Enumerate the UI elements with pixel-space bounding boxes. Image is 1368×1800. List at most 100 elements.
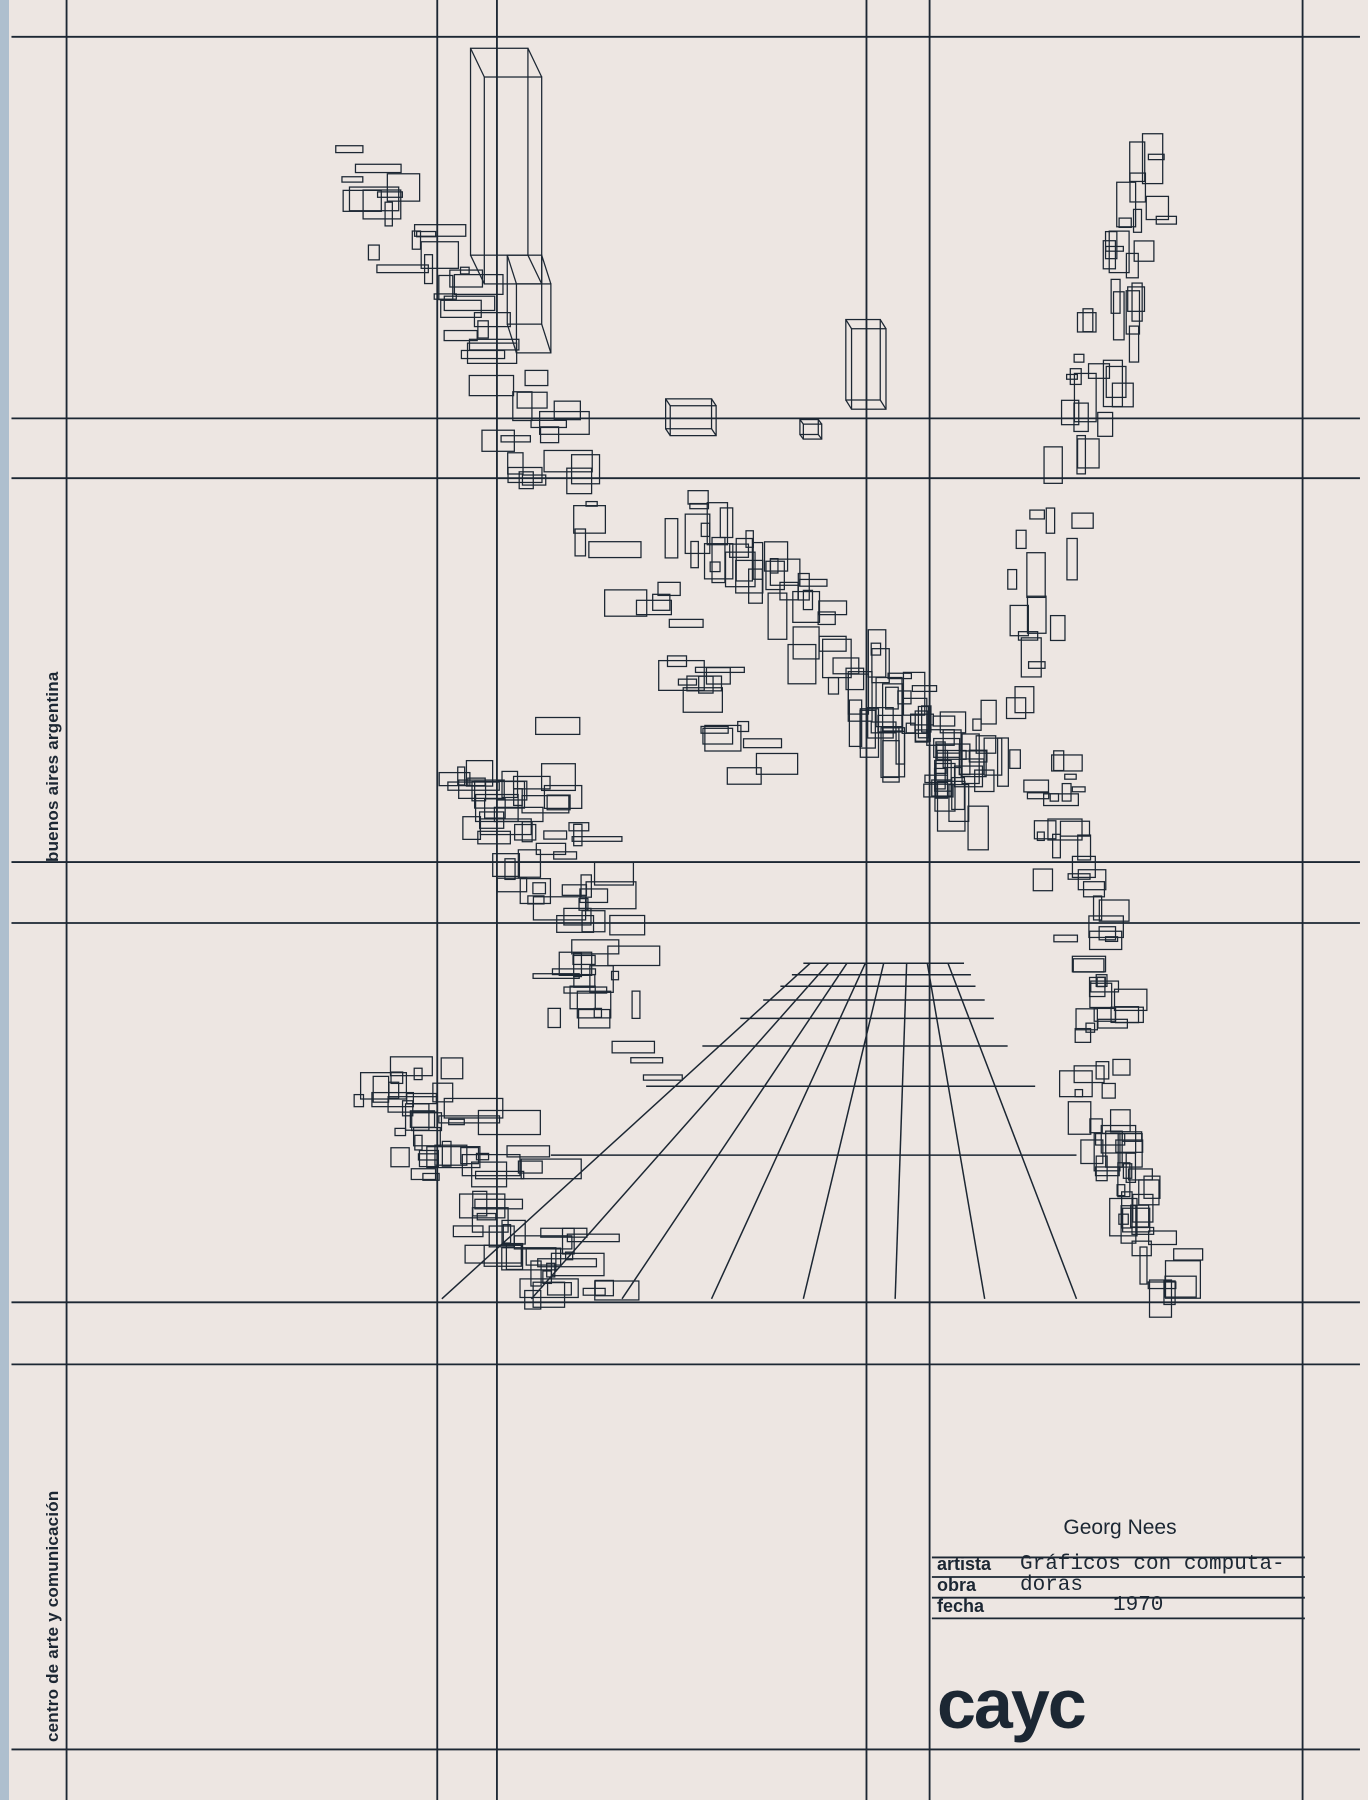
wireframe-box-back bbox=[515, 283, 552, 354]
wireframe-block bbox=[1110, 278, 1121, 314]
box-edge bbox=[541, 323, 552, 354]
wireframe-block bbox=[413, 224, 467, 237]
wireframe-block bbox=[1077, 834, 1092, 861]
wireframe-block bbox=[1049, 793, 1060, 802]
wireframe-block bbox=[882, 727, 906, 778]
wireframe-block bbox=[1088, 930, 1123, 951]
artist-name: Georg Nees bbox=[1063, 1516, 1177, 1539]
wireframe-block bbox=[506, 1145, 551, 1158]
wireframe-block bbox=[1105, 365, 1127, 399]
wireframe-block bbox=[658, 659, 705, 691]
wireframe-block bbox=[1074, 1027, 1092, 1043]
wireframe-block bbox=[936, 780, 966, 832]
wireframe-block bbox=[571, 939, 620, 955]
wireframe-block bbox=[1132, 208, 1143, 233]
wireframe-block bbox=[698, 675, 714, 694]
wireframe-block bbox=[1005, 697, 1027, 720]
wireframe-block bbox=[502, 1224, 512, 1244]
layout-grid-lines bbox=[11, 0, 1360, 1800]
box-edge bbox=[845, 399, 853, 410]
wireframe-block bbox=[848, 699, 863, 748]
paper-background bbox=[9, 0, 1368, 1800]
box-edge bbox=[527, 48, 543, 78]
wireframe-block bbox=[423, 254, 434, 285]
wireframe-block bbox=[1007, 568, 1018, 590]
floor-line-radial bbox=[947, 962, 1078, 1300]
wireframe-block bbox=[479, 818, 532, 836]
wireframe-block bbox=[371, 1091, 415, 1108]
wireframe-block bbox=[1075, 1008, 1099, 1031]
wireframe-block bbox=[1023, 779, 1050, 793]
wireframe-block bbox=[588, 541, 642, 559]
wireframe-box bbox=[845, 318, 881, 401]
wireframe-block bbox=[335, 145, 364, 154]
wireframe-block bbox=[755, 752, 799, 775]
wireframe-block bbox=[847, 673, 870, 715]
wireframe-block bbox=[390, 1147, 410, 1168]
wireframe-block bbox=[411, 230, 422, 250]
wireframe-block bbox=[902, 671, 926, 716]
wireframe-block bbox=[967, 805, 989, 851]
wireframe-block bbox=[384, 201, 393, 227]
wireframe-block bbox=[1121, 1191, 1133, 1229]
wireframe-block bbox=[438, 771, 471, 787]
wireframe-block bbox=[440, 299, 482, 318]
wireframe-block bbox=[477, 320, 489, 339]
wireframe-block bbox=[594, 1279, 615, 1297]
wireframe-block bbox=[571, 836, 623, 842]
wireframe-block bbox=[664, 517, 679, 559]
wireframe-block bbox=[1096, 976, 1106, 988]
wireframe-block bbox=[1015, 529, 1027, 550]
wireframe-block bbox=[1109, 1109, 1131, 1133]
box-edge bbox=[469, 48, 485, 78]
wireframe-block bbox=[443, 329, 478, 342]
wireframe-block bbox=[481, 429, 515, 452]
wireframe-block bbox=[958, 758, 985, 775]
location-text: buenos aires argentina bbox=[43, 671, 62, 862]
wireframe-block bbox=[931, 779, 952, 797]
box-edge bbox=[799, 419, 804, 425]
wireframe-block bbox=[1163, 1280, 1176, 1306]
floor-line-radial bbox=[621, 962, 848, 1300]
wireframe-block bbox=[535, 716, 581, 736]
floor-line-radial bbox=[530, 962, 830, 1300]
wireframe-block bbox=[1061, 782, 1072, 802]
wireframe-block bbox=[1047, 818, 1083, 841]
wireframe-block bbox=[453, 273, 504, 295]
wireframe-block bbox=[1139, 1246, 1148, 1285]
perspective-floor-grid bbox=[441, 962, 1078, 1300]
wireframe-block bbox=[604, 589, 648, 617]
wireframe-block bbox=[867, 706, 894, 739]
wireframe-block bbox=[420, 241, 460, 269]
wireframe-block bbox=[968, 749, 988, 763]
wireframe-block bbox=[477, 830, 511, 845]
wireframe-block bbox=[471, 1161, 508, 1188]
wireframe-block bbox=[1071, 855, 1096, 879]
wireframe-block bbox=[652, 593, 671, 611]
wireframe-block bbox=[657, 581, 681, 597]
wireframe-block bbox=[464, 1244, 523, 1264]
wireframe-block bbox=[561, 884, 588, 896]
wireframe-block bbox=[885, 686, 899, 710]
wireframe-block bbox=[1026, 552, 1046, 599]
wireframe-block bbox=[593, 861, 635, 886]
wireframe-block bbox=[942, 729, 962, 769]
wireframe-block bbox=[1059, 820, 1091, 837]
wireframe-block bbox=[1036, 831, 1045, 842]
wireframe-block bbox=[742, 738, 783, 749]
wireframe-block bbox=[1073, 372, 1097, 423]
wireframe-block bbox=[677, 678, 698, 686]
wireframe-block bbox=[1098, 926, 1117, 941]
wireframe-block bbox=[473, 312, 511, 328]
box-edge bbox=[541, 254, 552, 285]
wireframe-block bbox=[897, 690, 912, 705]
wireframe-block bbox=[532, 882, 547, 895]
wireframe-block bbox=[1125, 290, 1141, 335]
wireframe-block bbox=[1145, 195, 1170, 221]
wireframe-block bbox=[540, 763, 576, 792]
wireframe-block bbox=[1118, 217, 1132, 229]
wireframe-block bbox=[936, 749, 967, 760]
wireframe-block bbox=[1089, 982, 1113, 1009]
wireframe-block bbox=[1125, 252, 1139, 279]
